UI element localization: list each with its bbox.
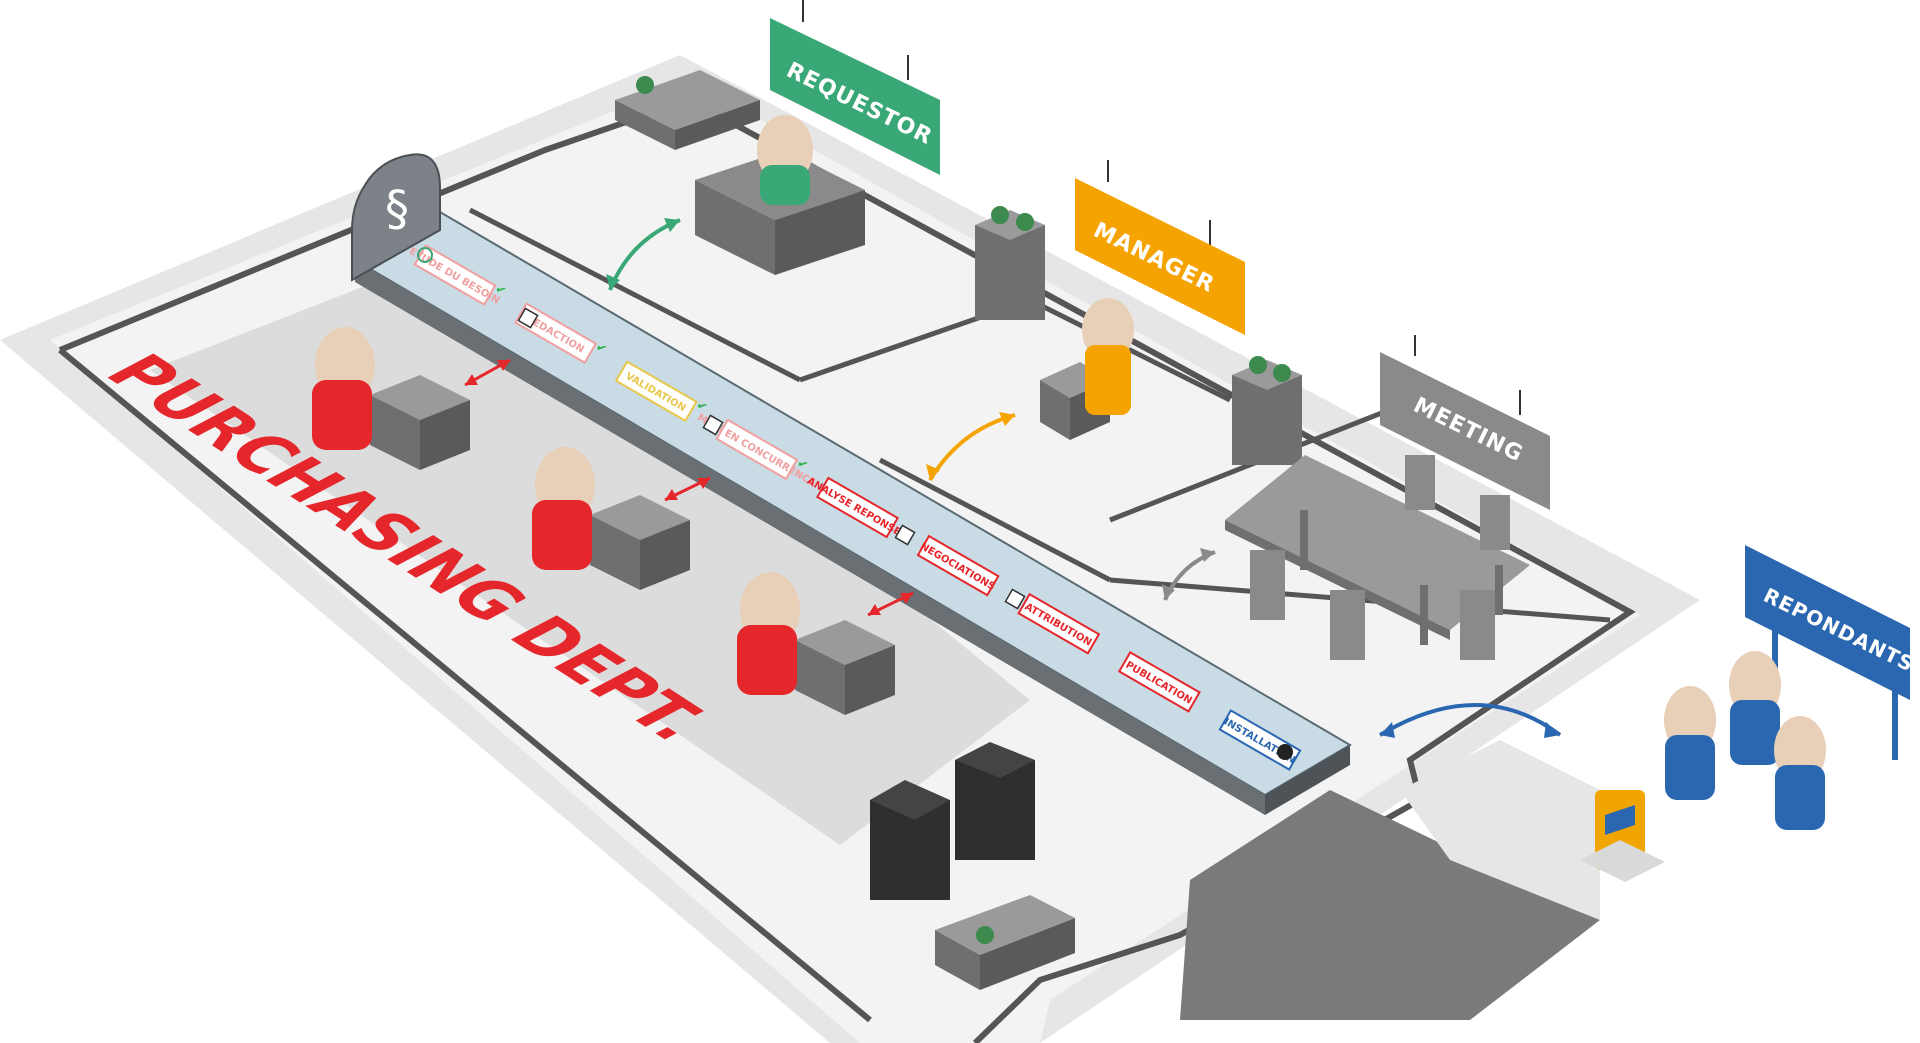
- plant-icon: [991, 206, 1009, 224]
- character-repondant-3: [1774, 716, 1826, 830]
- character-requestor: [757, 115, 813, 205]
- process-step-box: [614, 360, 698, 423]
- arrow-requestor-board: [606, 218, 681, 291]
- process-start-event: [417, 247, 433, 263]
- character-purchaser-2: [532, 447, 595, 570]
- arrow-purchaser-3-board: [867, 591, 914, 617]
- process-step-box: [1017, 592, 1101, 655]
- process-step-box: [1117, 650, 1201, 713]
- gateway-1: [517, 307, 539, 329]
- purchasing-desk-1: [370, 375, 470, 470]
- arrow-meeting-board: [1162, 548, 1216, 601]
- arrow-manager-board: [926, 412, 1016, 482]
- reception-desk: [935, 895, 1075, 990]
- character-repondant-1: [1664, 686, 1716, 800]
- process-step-box: [815, 476, 900, 539]
- server-icon: [955, 760, 1035, 860]
- interior-wall-requestor: [468, 207, 802, 383]
- interior-wall-mid: [878, 457, 1112, 583]
- process-gateways: [517, 307, 1026, 610]
- arrow-board-repondants: [1378, 703, 1562, 738]
- gateway-4: [1004, 588, 1026, 610]
- process-end-event: [1277, 744, 1293, 760]
- requestor-cabinet: [615, 70, 760, 150]
- server-1: [870, 780, 950, 900]
- process-step-box: [715, 418, 799, 481]
- character-purchaser-3: [737, 572, 800, 695]
- outer-wall-left: [58, 347, 872, 1023]
- meeting-chairs: [1250, 455, 1510, 660]
- outer-wall: [58, 96, 1636, 1043]
- board-logo-panel: §: [351, 153, 441, 282]
- process-step-box: [916, 534, 1000, 597]
- character-manager: [1082, 298, 1134, 415]
- arrow-purchaser-1-board: [464, 358, 511, 387]
- swirl-logo-icon: §: [385, 181, 409, 237]
- manager-cabinet: [975, 206, 1045, 320]
- arrow-purchaser-2-board: [664, 476, 711, 502]
- mailbox-icon: [1580, 790, 1665, 882]
- gateway-3: [894, 524, 916, 546]
- plant-icon: [1016, 213, 1034, 231]
- plant-icon: [1249, 356, 1267, 374]
- process-step-box: [413, 244, 497, 306]
- exit-area: [1180, 790, 1600, 1020]
- purchasing-desk-2: [590, 495, 690, 590]
- board-side: [1265, 745, 1350, 815]
- plant-icon: [1273, 364, 1291, 382]
- server-2: [955, 742, 1035, 860]
- gateway-2: [702, 414, 724, 436]
- meeting-cabinet: [1232, 356, 1302, 465]
- board-front: [355, 260, 1265, 815]
- purchasing-desk-3: [795, 620, 895, 715]
- plant-icon: [976, 926, 994, 944]
- exit-area-light: [1400, 740, 1600, 920]
- interior-wall-meeting: [1028, 297, 1232, 403]
- character-repondant-2: [1729, 651, 1781, 765]
- character-purchaser-1: [312, 327, 375, 450]
- plant-icon: [636, 76, 654, 94]
